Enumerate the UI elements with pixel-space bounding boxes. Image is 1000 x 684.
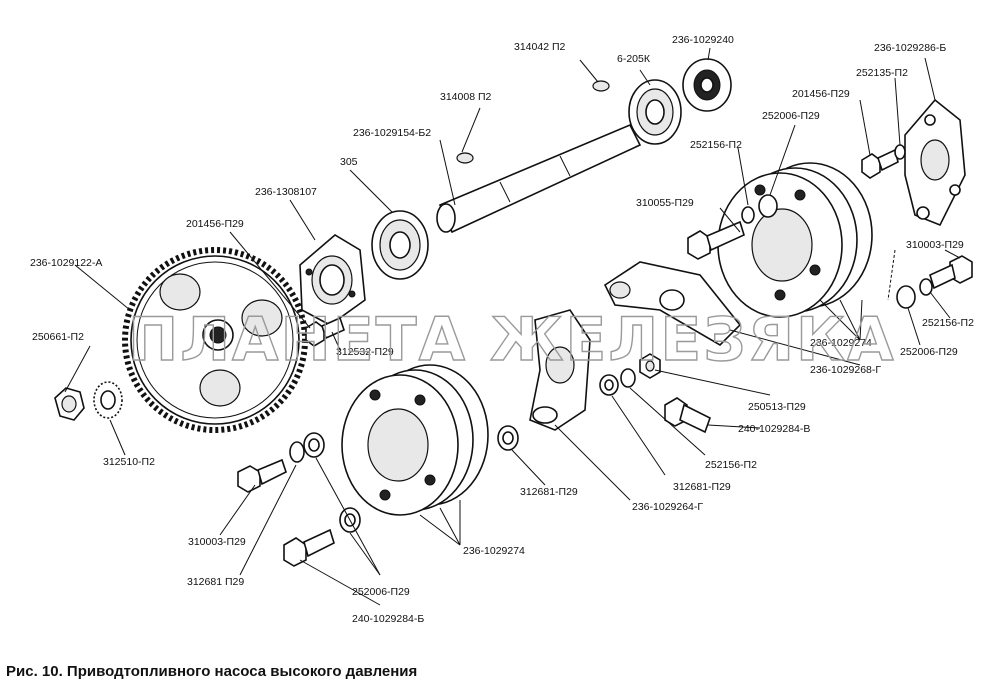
- label-236-1029154-b2: 236-1029154-Б2: [353, 127, 431, 139]
- label-252006-p29-right: 252006-П29: [900, 346, 958, 358]
- bolt-201456-left: [305, 316, 345, 347]
- label-250513-p29: 250513-П29: [748, 401, 806, 413]
- label-252006-p29-top: 252006-П29: [762, 110, 820, 122]
- label-252006-p29-bottom: 252006-П29: [352, 586, 410, 598]
- label-312681-p29-bottom: 312681 П29: [187, 576, 244, 588]
- label-252135-p2: 252135-П2: [856, 67, 908, 79]
- label-252156-p2-mid: 252156-П2: [705, 459, 757, 471]
- part-labels: 314042 П2 6-205К 236-1029240 236-1029286…: [30, 34, 974, 625]
- washer-312681-left: [289, 441, 305, 463]
- label-236-1029286-b: 236-1029286-Б: [874, 42, 946, 54]
- label-236-1029274-top: 236-1029274: [810, 337, 872, 349]
- washer-252006-top: [758, 194, 778, 218]
- ball-bearing-305: [371, 210, 429, 280]
- coupling-half-center: [529, 309, 591, 431]
- coupling-link: [603, 261, 742, 347]
- washer-252006-left: [303, 432, 325, 458]
- drive-gear: [122, 247, 308, 433]
- woodruff-key-314008: [456, 152, 474, 164]
- bolt-310003-right: [929, 255, 973, 290]
- washer-252135: [894, 144, 906, 160]
- washer-312681-mid: [599, 374, 619, 396]
- label-6-205k: 6-205К: [617, 53, 651, 65]
- woodruff-key-314042: [592, 80, 610, 92]
- washer-252156-mid: [620, 368, 636, 388]
- coupling-disc-pack-lower: [341, 364, 489, 516]
- ball-bearing-6-205k: [628, 79, 682, 145]
- label-250661-p2: 250661-П2: [32, 331, 84, 343]
- label-312532-p29: 312532-П29: [336, 346, 394, 358]
- washer-252156-top: [741, 206, 755, 224]
- washer-252156-right: [919, 278, 933, 296]
- washer-252006-right: [896, 285, 916, 309]
- label-312681-p29-mid: 312681-П29: [673, 481, 731, 493]
- label-310003-p29-right: 310003-П29: [906, 239, 964, 251]
- lock-washer-312510: [93, 381, 123, 419]
- bolt-310003-left: [237, 458, 287, 493]
- label-240-1029284-v: 240-1029284-В: [738, 423, 810, 435]
- watermark: ПЛАНЕТА ЖЕЛЕЗЯКА: [128, 305, 896, 375]
- oil-seal: [682, 58, 732, 112]
- label-252156-p2-top: 252156-П2: [690, 139, 742, 151]
- label-240-1029284-b: 240-1029284-Б: [352, 613, 424, 625]
- drive-shaft: [436, 123, 642, 234]
- label-236-1308107: 236-1308107: [255, 186, 317, 198]
- label-310055-p29: 310055-П29: [636, 197, 694, 209]
- label-236-1029264-g: 236-1029264-Г: [632, 501, 703, 513]
- label-305: 305: [340, 156, 358, 168]
- label-236-1029274-bottom: 236-1029274: [463, 545, 525, 557]
- label-201456-p29-left: 201456-П29: [186, 218, 244, 230]
- label-252156-p2-right: 252156-П2: [922, 317, 974, 329]
- nut-250513: [639, 353, 661, 379]
- label-236-1029268-g: 236-1029268-Г: [810, 364, 881, 376]
- label-236-1029240: 236-1029240: [672, 34, 734, 46]
- bolt-240-1029284-b: [283, 528, 335, 567]
- bearing-flange: [299, 234, 366, 326]
- label-201456-p29-right: 201456-П29: [792, 88, 850, 100]
- label-236-1029122-a: 236-1029122-А: [30, 257, 102, 269]
- bolt-240-1029284-v: [664, 397, 711, 434]
- figure-caption: Рис. 10. Приводтопливного насоса высоког…: [6, 663, 417, 680]
- label-314008-p2: 314008 П2: [440, 91, 492, 103]
- coupling-disc-pack-upper: [717, 162, 873, 318]
- leader-lines: [64, 47, 961, 606]
- label-314042-p2: 314042 П2: [514, 41, 566, 53]
- label-312510-p2: 312510-П2: [103, 456, 155, 468]
- label-310003-p29-left: 310003-П29: [188, 536, 246, 548]
- label-312681-p29-left: 312681-П29: [520, 486, 578, 498]
- bolt-201456-right: [861, 148, 899, 179]
- washer-312681-center: [497, 425, 519, 451]
- coupling-bracket: [904, 98, 966, 227]
- nut-250661: [54, 387, 85, 421]
- bolt-310055: [687, 220, 745, 260]
